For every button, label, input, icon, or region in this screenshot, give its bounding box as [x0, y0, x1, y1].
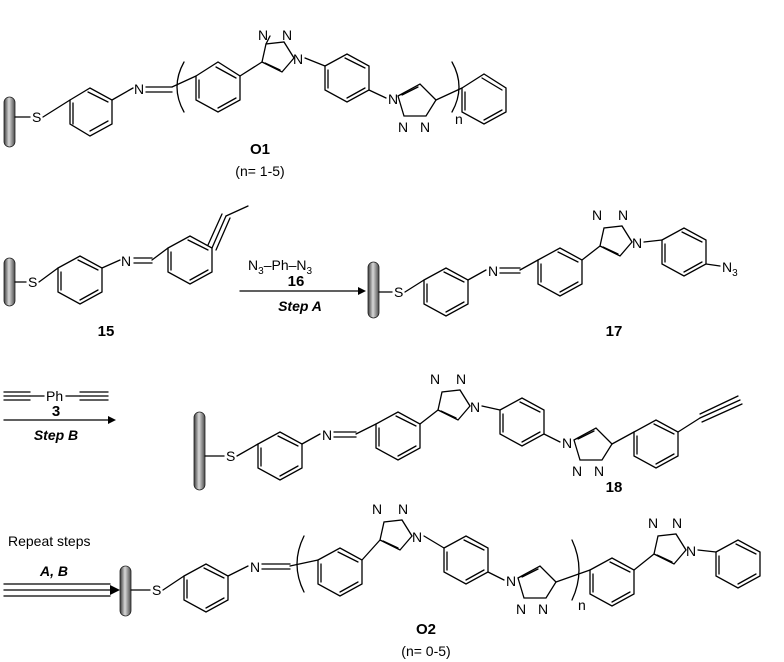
imine-n-atom: N — [488, 263, 498, 279]
repeat-steps-label: A, B — [39, 563, 68, 579]
step-name: Step A — [278, 298, 322, 314]
imine-n-atom: N — [121, 253, 131, 269]
gold-surface — [119, 565, 132, 617]
triazole-n-atom: N — [632, 235, 642, 251]
compound-label: 15 — [98, 323, 115, 340]
imine-n-atom: N — [134, 81, 144, 97]
triazole-n-atom: N — [372, 501, 382, 517]
gold-surface — [3, 96, 16, 148]
step-a: N3–Ph–N3 16 Step A — [239, 257, 366, 314]
sulfur-atom: S — [28, 274, 37, 290]
repeat-step: Repeat steps A, B — [3, 533, 120, 597]
triazole-n-atom: N — [686, 543, 696, 559]
triazole-n-atom: N — [538, 601, 548, 617]
sulfur-atom: S — [32, 109, 41, 125]
repeat-index: n — [455, 111, 463, 127]
compound-o2: S N N N N N N N n — [119, 501, 761, 659]
sulfur-atom: S — [394, 284, 403, 300]
triazole-n-atom: N — [258, 27, 268, 43]
triazole-n-atom: N — [470, 399, 480, 415]
triazole-n-atom: N — [562, 435, 572, 451]
imine-n-atom: N — [322, 427, 332, 443]
reagent-number: 16 — [288, 273, 305, 290]
triazole-n-atom: N — [412, 529, 422, 545]
compound-label: O1 — [250, 141, 270, 158]
azide-group: N3 — [722, 259, 738, 279]
repeat-range: (n= 0-5) — [401, 643, 450, 659]
compound-18: S N N N N N N N — [193, 371, 743, 496]
repeat-range: (n= 1-5) — [235, 163, 284, 179]
sulfur-atom: S — [152, 582, 161, 598]
gold-surface — [3, 257, 16, 307]
reagent-number: 3 — [52, 403, 60, 420]
gold-surface — [193, 411, 206, 491]
triazole-n-atom: N — [592, 207, 602, 223]
repeat-bracket-left — [176, 61, 185, 113]
repeat-text: Repeat steps — [8, 533, 91, 549]
triazole-n-atom: N — [420, 119, 430, 135]
azide-formula: N3–Ph–N3 — [248, 257, 313, 277]
triazole-n-atom: N — [388, 91, 398, 107]
repeat-bracket-right — [451, 61, 460, 113]
repeat-index: n — [578, 597, 586, 613]
triazole-n-atom: N — [282, 27, 292, 43]
sulfur-atom: S — [226, 448, 235, 464]
triazole-n-atom: N — [594, 463, 604, 479]
compound-label: 18 — [606, 479, 623, 496]
compound-label: O2 — [416, 621, 436, 638]
imine-n-atom: N — [250, 559, 260, 575]
phenylene-formula: Ph — [46, 388, 63, 404]
triazole-n-atom: N — [572, 463, 582, 479]
triazole-n-atom: N — [398, 501, 408, 517]
step-b: Ph 3 Step B — [3, 388, 116, 443]
triazole-n-atom: N — [618, 207, 628, 223]
step-name: Step B — [34, 427, 78, 443]
triazole-n-atom: N — [516, 601, 526, 617]
repeat-bracket-right — [571, 539, 580, 601]
triazole-n-atom: N — [648, 515, 658, 531]
triazole-n-atom: N — [672, 515, 682, 531]
compound-17: S N N N N N3 17 — [367, 207, 738, 340]
triazole-n-atom: N — [506, 573, 516, 589]
triazole-n-atom: N — [430, 371, 440, 387]
triazole-n-atom: N — [398, 119, 408, 135]
triazole-n-atom: N — [456, 371, 466, 387]
compound-o1: S N N N N N N N n — [3, 27, 507, 179]
compound-15: S N 15 — [3, 205, 249, 340]
gold-surface — [367, 261, 380, 319]
compound-label: 17 — [606, 323, 623, 340]
triazole-n-atom: N — [293, 51, 303, 67]
